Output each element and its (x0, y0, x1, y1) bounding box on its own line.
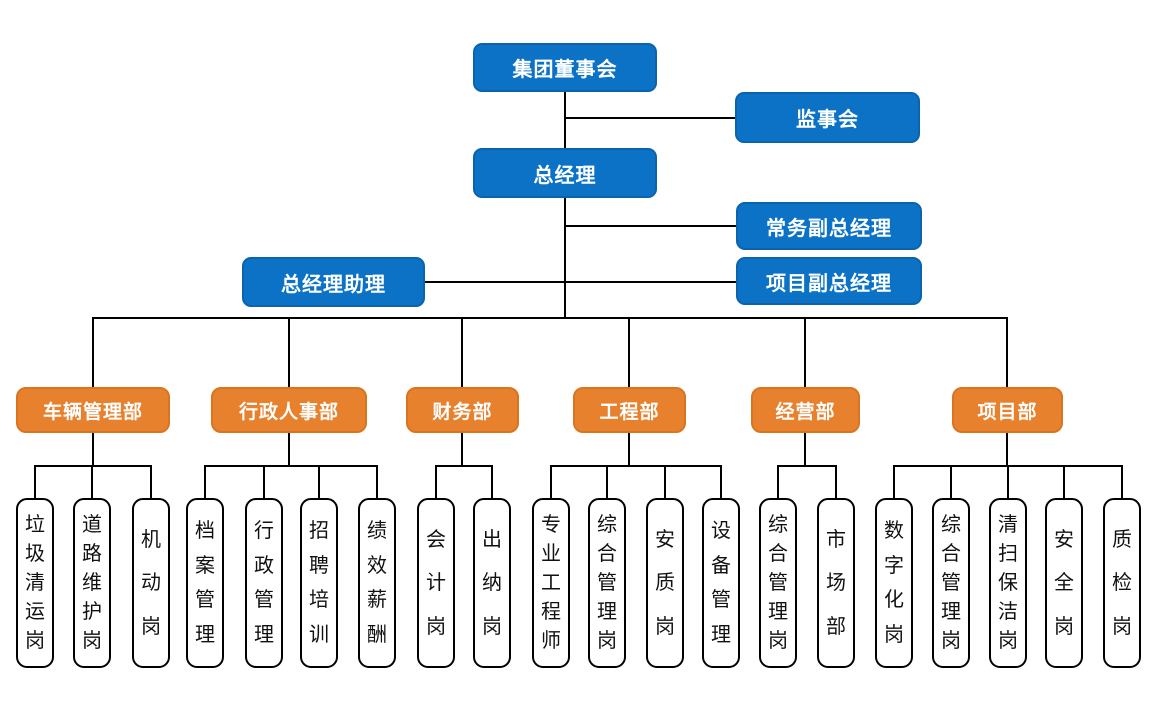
dept-label: 行政人事部 (238, 401, 339, 423)
connector-pos-stub (777, 465, 779, 498)
node-general-manager: 总经理 (473, 148, 657, 198)
connector-dept-stub (1006, 433, 1008, 467)
connector-pos-stub (318, 465, 320, 498)
connector-pos-stub (150, 465, 152, 498)
dept-operations: 经营部 (751, 387, 860, 433)
position-node: 清扫保洁岗 (989, 498, 1027, 668)
position-node: 出纳岗 (473, 498, 511, 668)
connector-group-bus (204, 465, 378, 467)
dept-label: 财务部 (432, 401, 493, 423)
node-label: 集团董事会 (512, 59, 618, 81)
connector-dept-stub (288, 433, 290, 467)
connector-pos-stub (376, 465, 378, 498)
dept-label: 项目部 (977, 401, 1038, 423)
connector-pos-stub (204, 465, 206, 498)
node-supervisory-board: 监事会 (735, 92, 920, 143)
position-node: 绩效薪酬 (358, 498, 396, 668)
position-node: 垃圾清运岗 (16, 498, 54, 668)
node-label: 常务副总经理 (766, 217, 892, 240)
position-node: 专业工程师 (532, 498, 570, 668)
position-node: 机动岗 (132, 498, 170, 668)
position-node: 综合管理岗 (759, 498, 797, 668)
node-label: 项目副总经理 (766, 272, 892, 295)
connector-exec-deputy-branch (565, 225, 736, 227)
connector-dept-stub (628, 433, 630, 467)
position-node: 设备管理 (702, 498, 740, 668)
connector-pos-stub (950, 465, 952, 498)
connector-pos-stub (893, 465, 895, 498)
connector-group-bus (550, 465, 722, 467)
connector-pos-stub (1007, 465, 1009, 498)
position-node: 会计岗 (417, 498, 455, 668)
position-node: 招聘培训 (300, 498, 338, 668)
connector-group-bus (34, 465, 152, 467)
dept-projects: 项目部 (952, 387, 1063, 433)
position-node: 道路维护岗 (73, 498, 111, 668)
position-node: 行政管理 (245, 498, 283, 668)
node-label: 总经理助理 (281, 273, 386, 296)
dept-engineering: 工程部 (573, 387, 686, 433)
position-node: 质检岗 (1103, 498, 1141, 668)
dept-label: 经营部 (775, 401, 836, 423)
dept-vehicle-management: 车辆管理部 (16, 387, 170, 433)
connector-dept-drop (92, 317, 94, 387)
connector-pos-stub (664, 465, 666, 498)
connector-pos-stub (1063, 465, 1065, 498)
connector-dept-drop (1006, 317, 1008, 387)
position-node: 综合管理岗 (932, 498, 970, 668)
connector-pos-stub (435, 465, 437, 498)
node-project-deputy-gm: 项目副总经理 (736, 257, 922, 305)
node-gm-assistant: 总经理助理 (242, 257, 425, 307)
connector-dept-drop (804, 317, 806, 387)
node-label: 监事会 (796, 109, 859, 131)
dept-finance: 财务部 (406, 387, 519, 433)
connector-group-bus (435, 465, 493, 467)
connector-trunk (564, 92, 566, 319)
node-executive-deputy-gm: 常务副总经理 (736, 202, 922, 250)
connector-dept-stub (461, 433, 463, 467)
position-node: 市场部 (817, 498, 855, 668)
node-label: 总经理 (533, 164, 597, 187)
position-node: 数字化岗 (875, 498, 913, 668)
connector-supervisory-branch (565, 117, 735, 119)
connector-pos-stub (491, 465, 493, 498)
position-node: 安全岗 (1045, 498, 1083, 668)
connector-pos-stub (34, 465, 36, 498)
connector-dept-stub (804, 433, 806, 467)
dept-label: 车辆管理部 (42, 401, 143, 423)
connector-pos-stub (835, 465, 837, 498)
dept-label: 工程部 (599, 401, 660, 423)
connector-main-bus (92, 317, 1008, 319)
position-node: 安质岗 (646, 498, 684, 668)
connector-dept-drop (288, 317, 290, 387)
connector-dept-stub (92, 433, 94, 467)
dept-admin-hr: 行政人事部 (211, 387, 367, 433)
connector-pos-stub (606, 465, 608, 498)
connector-pos-stub (1121, 465, 1123, 498)
connector-pos-stub (550, 465, 552, 498)
node-group-board: 集团董事会 (473, 43, 657, 92)
connector-dept-drop (628, 317, 630, 387)
connector-pos-stub (91, 465, 93, 498)
connector-group-bus (777, 465, 837, 467)
position-node: 档案管理 (186, 498, 224, 668)
connector-assistant-project-branch (425, 281, 736, 283)
connector-pos-stub (263, 465, 265, 498)
position-node: 综合管理岗 (588, 498, 626, 668)
connector-pos-stub (720, 465, 722, 498)
connector-dept-drop (461, 317, 463, 387)
